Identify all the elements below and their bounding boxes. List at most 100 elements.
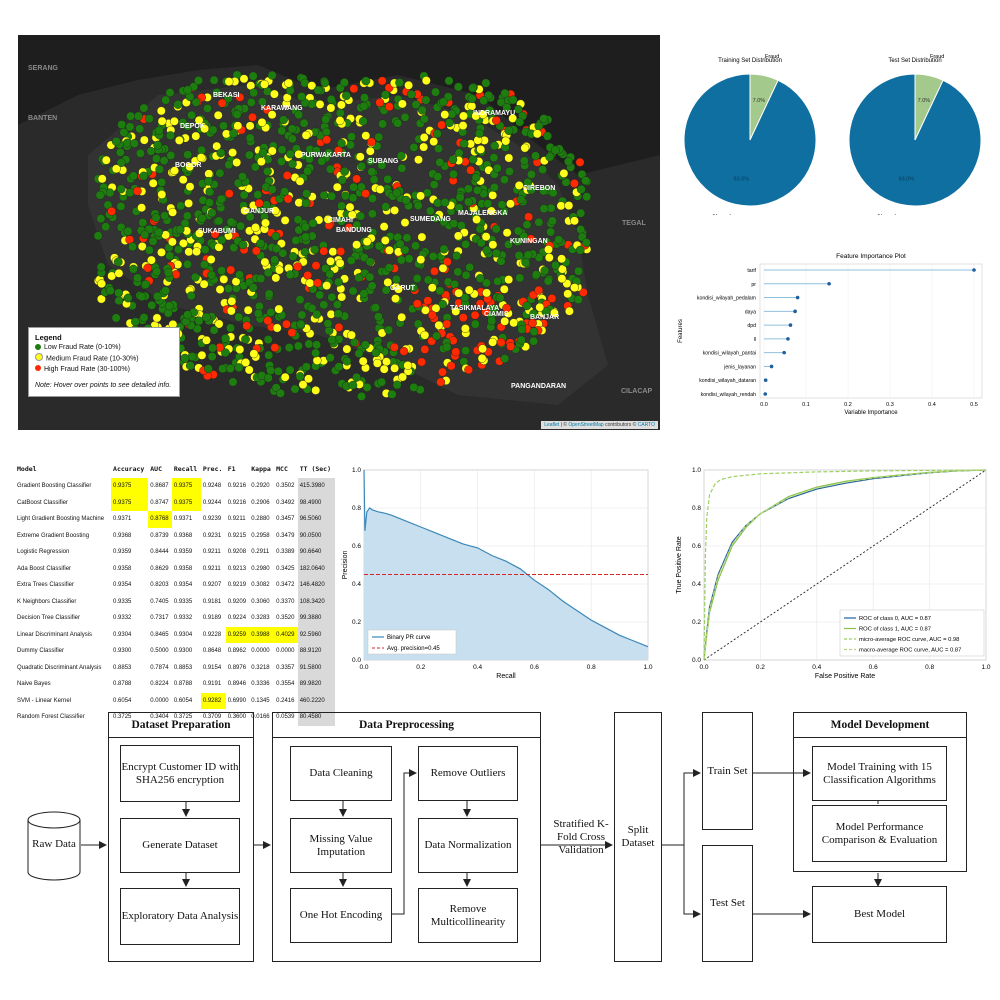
fraud-point[interactable] (417, 232, 427, 242)
fraud-point[interactable] (299, 118, 309, 128)
fraud-point[interactable] (276, 388, 285, 398)
fraud-point[interactable] (375, 184, 385, 194)
fraud-point[interactable] (335, 116, 345, 126)
fraud-point[interactable] (500, 175, 509, 185)
fraud-point[interactable] (272, 323, 282, 333)
fraud-point[interactable] (217, 266, 227, 276)
fraud-point[interactable] (206, 255, 216, 264)
fraud-point[interactable] (307, 81, 317, 91)
fraud-point[interactable] (419, 142, 429, 152)
fraud-point[interactable] (185, 361, 195, 370)
fraud-point[interactable] (358, 116, 368, 126)
fraud-point[interactable] (492, 163, 502, 173)
fraud-point[interactable] (274, 304, 284, 314)
fraud-point[interactable] (244, 365, 254, 375)
fraud-point[interactable] (582, 192, 592, 202)
fraud-point[interactable] (271, 273, 281, 283)
fraud-point[interactable] (222, 225, 232, 235)
fraud-point[interactable] (290, 384, 300, 394)
fraud-point[interactable] (166, 151, 176, 160)
fraud-point[interactable] (325, 269, 335, 279)
fraud-point[interactable] (132, 186, 142, 196)
fraud-point[interactable] (528, 318, 537, 328)
fraud-point[interactable] (326, 103, 336, 113)
fraud-point[interactable] (373, 312, 383, 322)
fraud-point[interactable] (240, 206, 250, 216)
fraud-point[interactable] (301, 198, 311, 208)
fraud-point[interactable] (550, 145, 560, 155)
fraud-point[interactable] (482, 245, 492, 255)
fraud-point[interactable] (500, 316, 510, 326)
fraud-point[interactable] (576, 184, 586, 194)
fraud-point[interactable] (453, 82, 463, 92)
fraud-point[interactable] (459, 111, 468, 121)
fraud-point[interactable] (97, 294, 106, 304)
fraud-point[interactable] (327, 292, 337, 302)
fraud-point[interactable] (411, 241, 420, 251)
fraud-point[interactable] (427, 283, 437, 293)
fraud-point[interactable] (285, 365, 295, 375)
fraud-point[interactable] (287, 328, 297, 337)
fraud-point[interactable] (264, 289, 274, 299)
fraud-point[interactable] (311, 348, 320, 358)
fraud-point[interactable] (383, 174, 393, 184)
fraud-point[interactable] (190, 272, 200, 282)
fraud-point[interactable] (208, 125, 218, 135)
fraud-point[interactable] (516, 335, 526, 345)
fraud-point[interactable] (146, 255, 156, 265)
fraud-point[interactable] (449, 219, 459, 229)
fraud-point[interactable] (291, 235, 301, 245)
fraud-point[interactable] (514, 181, 524, 190)
fraud-point[interactable] (319, 246, 329, 256)
fraud-point[interactable] (139, 103, 149, 113)
fraud-point[interactable] (295, 372, 305, 381)
fraud-point[interactable] (365, 146, 375, 156)
fraud-point[interactable] (500, 88, 510, 98)
fraud-point[interactable] (557, 254, 566, 264)
fraud-point[interactable] (194, 316, 204, 326)
fraud-point[interactable] (442, 319, 452, 329)
fraud-point[interactable] (400, 218, 410, 228)
fraud-point[interactable] (96, 214, 106, 224)
fraud-point[interactable] (258, 148, 268, 158)
fraud-point[interactable] (178, 175, 188, 185)
fraud-point[interactable] (529, 327, 539, 336)
fraud-point[interactable] (450, 279, 459, 289)
fraud-point[interactable] (365, 156, 375, 166)
fraud-point[interactable] (387, 389, 397, 399)
fraud-point[interactable] (451, 347, 461, 357)
fraud-point[interactable] (254, 198, 264, 208)
fraud-point[interactable] (267, 184, 277, 194)
fraud-point[interactable] (192, 247, 202, 257)
fraud-point[interactable] (360, 340, 370, 350)
fraud-point[interactable] (431, 303, 441, 313)
fraud-point[interactable] (241, 334, 250, 344)
fraud-point[interactable] (203, 364, 213, 374)
fraud-point[interactable] (531, 270, 541, 280)
fraud-point[interactable] (475, 299, 485, 309)
fraud-point[interactable] (504, 126, 514, 136)
fraud-point[interactable] (280, 372, 290, 382)
fraud-point[interactable] (453, 267, 463, 277)
fraud-point[interactable] (147, 300, 157, 310)
fraud-point[interactable] (337, 201, 346, 211)
fraud-point[interactable] (359, 101, 369, 111)
fraud-point[interactable] (446, 361, 456, 371)
fraud-point[interactable] (311, 146, 321, 156)
fraud-point[interactable] (349, 182, 358, 192)
fraud-point[interactable] (269, 89, 279, 99)
fraud-point[interactable] (282, 171, 292, 180)
fraud-point[interactable] (183, 259, 192, 269)
fraud-point[interactable] (352, 174, 361, 184)
fraud-point[interactable] (564, 201, 574, 211)
fraud-point[interactable] (475, 129, 484, 138)
fraud-point[interactable] (461, 346, 470, 355)
fraud-point[interactable] (228, 148, 238, 158)
fraud-point[interactable] (417, 357, 426, 367)
fraud-point[interactable] (238, 240, 248, 250)
fraud-point[interactable] (154, 126, 164, 135)
fraud-point[interactable] (523, 177, 533, 187)
fraud-point[interactable] (347, 330, 356, 340)
fraud-point[interactable] (337, 175, 347, 185)
fraud-point[interactable] (228, 377, 238, 387)
